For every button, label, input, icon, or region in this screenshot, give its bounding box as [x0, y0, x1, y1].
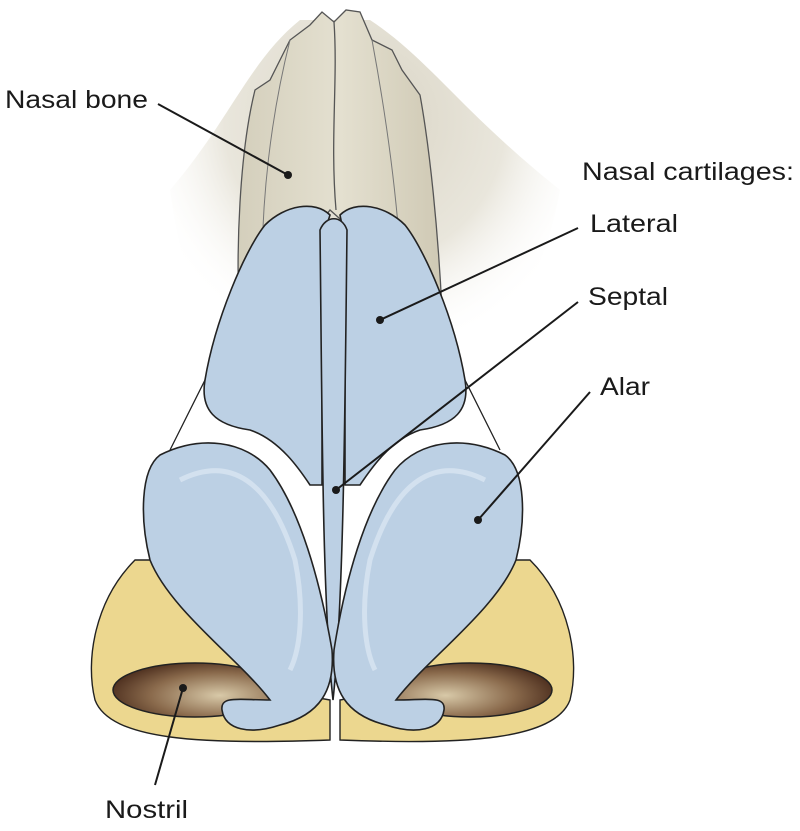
alar-marker [474, 516, 482, 524]
label-septal: Septal [588, 283, 668, 311]
nostril-marker [179, 684, 187, 692]
label-nasal-bone: Nasal bone [5, 86, 148, 114]
label-alar: Alar [600, 373, 650, 401]
lateral-cartilage-left [203, 205, 331, 486]
lateral-leader [379, 227, 579, 321]
alar-crus-highlight-right [362, 468, 487, 672]
alar-cartilage-left [142, 442, 334, 731]
alar-leader [477, 391, 591, 521]
label-nostril: Nostril [105, 796, 188, 824]
label-lateral: Lateral [590, 210, 678, 238]
alar-crus-highlight-left [178, 468, 303, 672]
alar-cartilage-right [332, 442, 524, 731]
label-nasal-cartilages: Nasal cartilages: [582, 158, 794, 186]
septal-leader [335, 301, 579, 491]
nasal-bone-marker [284, 171, 292, 179]
nostril-leader [154, 687, 184, 786]
nose-outline [169, 379, 501, 451]
lateral-cartilage-right [339, 205, 467, 486]
septal-marker [332, 486, 340, 494]
lateral-marker [376, 316, 384, 324]
nasal-bone-leader [157, 103, 289, 176]
